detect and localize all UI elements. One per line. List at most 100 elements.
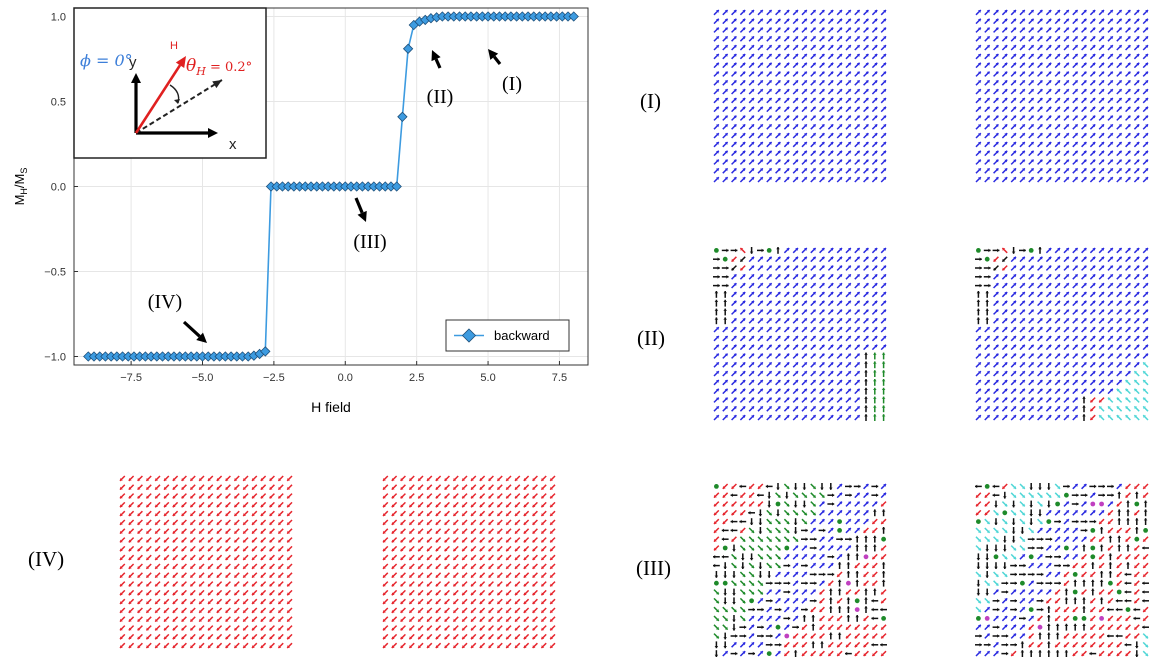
- spin-arrow-head: [1118, 80, 1122, 84]
- spin-arrow-head: [731, 485, 735, 489]
- spin-arrow-head: [1048, 133, 1052, 137]
- spin-arrow-head: [1145, 300, 1149, 304]
- spin-arrow-head: [883, 327, 887, 331]
- spin-arrow-head: [119, 486, 123, 490]
- spin-arrow-head: [856, 527, 860, 531]
- spin-dot: [1072, 616, 1078, 621]
- spin-arrow-head: [786, 53, 790, 57]
- spin-arrow-head: [821, 291, 825, 295]
- spin-arrow-head: [777, 362, 781, 366]
- spin-arrow-head: [821, 89, 825, 93]
- spin-arrow-head: [1063, 617, 1067, 621]
- annotation-label-4: (IV): [148, 291, 182, 313]
- x-tick-label: 7.5: [552, 372, 567, 384]
- spin-arrow-head: [1142, 599, 1145, 603]
- spin-arrow-head: [1074, 283, 1078, 287]
- spin-arrow-head: [803, 353, 807, 357]
- inset-h-vector: [134, 64, 182, 134]
- spin-arrow-head: [1074, 291, 1078, 295]
- spin-arrow-head: [995, 89, 999, 93]
- spin-arrow-head: [1092, 97, 1096, 101]
- spin-arrow-head: [1039, 563, 1043, 567]
- spin-arrow-head: [1021, 598, 1025, 602]
- spin-arrow-head: [137, 495, 141, 499]
- spin-arrow-head: [1030, 18, 1034, 22]
- spin-arrow-head: [1065, 124, 1069, 128]
- spin-arrow-head: [1143, 518, 1148, 521]
- spin-arrow-head: [845, 591, 849, 595]
- spin-arrow-head: [821, 283, 825, 287]
- spin-arrow-head: [768, 362, 772, 366]
- spin-arrow-head: [1145, 27, 1149, 31]
- spin-arrow-head: [976, 291, 981, 294]
- spin-arrow-head: [1145, 344, 1149, 348]
- spin-arrow-head: [856, 89, 860, 93]
- spin-arrow-head: [795, 494, 799, 498]
- spin-arrow-head: [1048, 283, 1052, 287]
- spin-arrow-head: [1065, 71, 1069, 75]
- spin-arrow-head: [856, 327, 860, 331]
- spin-arrow-head: [1092, 89, 1096, 93]
- spin-arrow-head: [1030, 388, 1034, 392]
- spin-arrow-head: [788, 563, 791, 568]
- spin-arrow-head: [881, 361, 886, 364]
- spin-arrow-head: [1136, 53, 1140, 57]
- spin-arrow-head: [1107, 512, 1111, 516]
- spin-arrow-head: [1145, 644, 1149, 648]
- spin-arrow-head: [1109, 247, 1113, 251]
- spin-arrow-head: [1065, 106, 1069, 110]
- spin-arrow-head: [733, 353, 737, 357]
- spin-arrow-head: [733, 141, 737, 145]
- spin-arrow-head: [768, 556, 772, 560]
- spin-arrow-head: [1092, 300, 1096, 304]
- spin-arrow-head: [847, 71, 851, 75]
- spin-arrow-head: [744, 634, 747, 638]
- spin-arrow-head: [1101, 45, 1105, 49]
- spin-arrow-head: [803, 247, 807, 251]
- spin-arrow-head: [1039, 71, 1043, 75]
- spin-arrow-head: [1107, 547, 1111, 551]
- spin-arrow-head: [1118, 353, 1122, 357]
- spin-arrow-head: [821, 335, 825, 339]
- spin-arrow-head: [1136, 141, 1140, 145]
- spin-arrow-head: [786, 133, 790, 137]
- spin-arrow-head: [1003, 496, 1007, 499]
- spin-arrow-head: [732, 628, 736, 631]
- spin-arrow-head: [812, 62, 816, 66]
- spin-arrow-head: [715, 397, 719, 401]
- spin-arrow-head: [1081, 644, 1085, 648]
- spin-arrow-head: [1028, 635, 1032, 639]
- spin-arrow-head: [742, 538, 746, 542]
- spin-arrow-head: [883, 133, 887, 137]
- spin-arrow-head: [795, 124, 799, 128]
- spin-arrow-head: [1021, 589, 1025, 593]
- spin-arrow-head: [821, 554, 825, 558]
- spin-arrow-head: [847, 510, 851, 514]
- spin-arrow-head: [759, 300, 763, 304]
- spin-arrow-head: [803, 415, 807, 419]
- spin-arrow-head: [1145, 274, 1149, 278]
- spin-arrow-head: [1118, 327, 1122, 331]
- spin-arrow-head: [1145, 283, 1149, 287]
- spin-dot: [976, 248, 981, 253]
- spin-arrow-head: [1143, 609, 1147, 613]
- spin-arrow-head: [1030, 300, 1034, 304]
- spin-arrow-head: [830, 371, 834, 375]
- spin-arrow-head: [1023, 616, 1026, 621]
- spin-arrow-head: [995, 53, 999, 57]
- spin-arrow-head: [883, 97, 887, 101]
- spin-arrow-head: [1101, 510, 1105, 514]
- spin-arrow-head: [732, 619, 736, 622]
- spin-arrow-head: [986, 327, 990, 331]
- spin-arrow-head: [786, 97, 790, 101]
- spin-arrow-head: [742, 106, 746, 110]
- spin-arrow-head: [1143, 556, 1147, 560]
- spin-arrow-head: [811, 641, 815, 644]
- spin-arrow-head: [1074, 9, 1078, 13]
- spin-arrow-head: [1099, 609, 1103, 613]
- spin-arrow-head: [742, 591, 746, 595]
- spin-arrow-head: [993, 267, 997, 271]
- spin-arrow-head: [812, 503, 816, 507]
- spin-arrow-head: [856, 283, 860, 287]
- spin-arrow-head: [1145, 318, 1149, 322]
